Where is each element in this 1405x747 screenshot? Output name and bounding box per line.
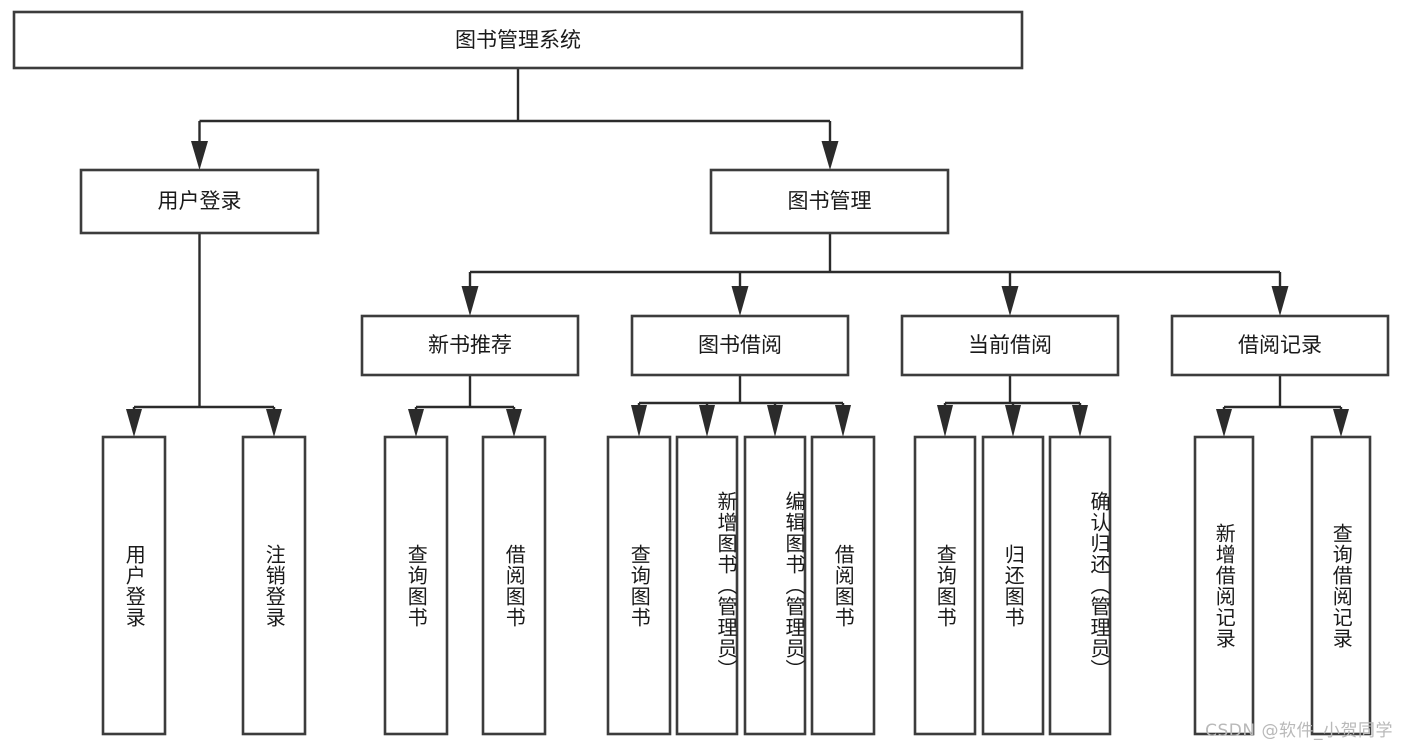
- node-leaf-query-book-2-box[interactable]: [606, 435, 672, 736]
- node-leaf-add-book-admin-box[interactable]: [675, 435, 739, 736]
- arrowhead-book-manage: [821, 141, 839, 170]
- node-leaf-confirm-return-admin-box[interactable]: [1048, 435, 1112, 736]
- node-book-manage-label: 图书管理: [788, 189, 872, 213]
- arrowhead-leaf-edit-book-admin: [767, 405, 783, 437]
- node-root-label: 图书管理系统: [455, 28, 581, 52]
- arrowhead-user-login: [191, 141, 208, 170]
- node-current-borrow-box[interactable]: [900, 314, 1120, 377]
- node-leaf-borrow-book-1-box[interactable]: [481, 435, 547, 736]
- node-leaf-edit-book-admin-box[interactable]: [743, 435, 807, 736]
- arrowhead-leaf-user-login: [126, 409, 142, 437]
- arrowhead-leaf-borrow-book-1: [506, 409, 522, 437]
- arrowhead-new-book-rec: [461, 286, 479, 316]
- arrowhead-leaf-user-logout: [266, 409, 282, 437]
- arrowhead-leaf-query-borrow-record: [1333, 409, 1349, 437]
- csdn-watermark: CSDN @软件_小贺同学: [1205, 721, 1393, 741]
- arrowhead-borrow-record: [1271, 286, 1289, 316]
- node-new-book-rec-label: 新书推荐: [428, 333, 512, 357]
- arrowhead-leaf-query-book-2: [631, 405, 647, 437]
- arrowhead-book-borrow: [731, 286, 749, 316]
- node-borrow-record-label: 借阅记录: [1238, 333, 1322, 357]
- node-layer: 图书管理系统 用户登录 图书管理 新书推荐 图书借阅 当前借阅 借阅记录: [12, 10, 1390, 736]
- arrowhead-leaf-return-book: [1005, 405, 1021, 437]
- node-book-borrow-box[interactable]: [630, 314, 850, 377]
- arrowhead-leaf-query-book-1: [408, 409, 424, 437]
- node-leaf-user-login-box[interactable]: [101, 435, 167, 736]
- node-user-login-label: 用户登录: [158, 189, 242, 213]
- arrowhead-leaf-add-borrow-record: [1216, 409, 1232, 437]
- connector-layer: [126, 68, 1349, 437]
- arrowhead-current-borrow: [1001, 286, 1019, 316]
- node-leaf-return-book-box[interactable]: [981, 435, 1045, 736]
- node-leaf-query-book-1-box[interactable]: [383, 435, 449, 736]
- node-new-book-rec-box[interactable]: [360, 314, 580, 377]
- node-current-borrow-label: 当前借阅: [968, 333, 1052, 357]
- node-root-box[interactable]: [12, 10, 1024, 70]
- node-leaf-borrow-book-2-box[interactable]: [810, 435, 876, 736]
- arrowhead-leaf-add-book-admin: [699, 405, 715, 437]
- node-leaf-add-borrow-record-box[interactable]: [1193, 435, 1255, 736]
- node-leaf-query-book-3-box[interactable]: [913, 435, 977, 736]
- node-borrow-record-box[interactable]: [1170, 314, 1390, 377]
- node-leaf-user-logout-box[interactable]: [241, 435, 307, 736]
- arrowhead-leaf-confirm-return-admin: [1072, 405, 1088, 437]
- node-book-borrow-label: 图书借阅: [698, 333, 782, 357]
- arrowhead-leaf-query-book-3: [937, 405, 953, 437]
- node-user-login-box[interactable]: [79, 168, 320, 235]
- arrowhead-leaf-borrow-book-2: [835, 405, 851, 437]
- node-book-manage-box[interactable]: [709, 168, 950, 235]
- node-leaf-query-borrow-record-box[interactable]: [1310, 435, 1372, 736]
